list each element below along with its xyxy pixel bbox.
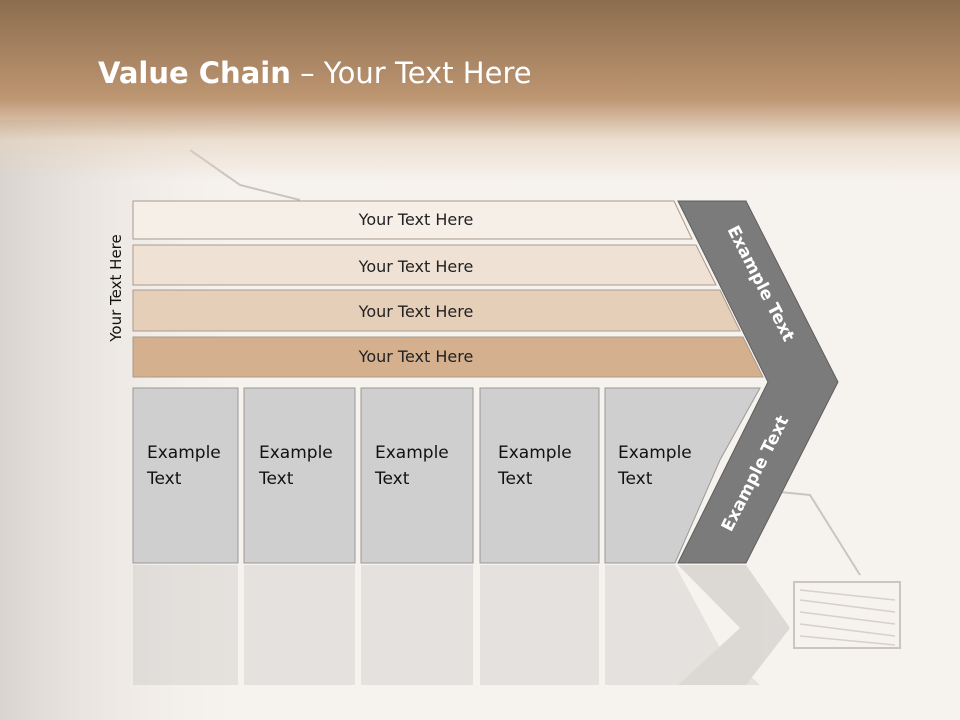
row-2-label: Your Text Here	[358, 257, 474, 276]
box-4-label: Example Text	[498, 443, 572, 489]
box-1-label: Example Text	[147, 443, 221, 489]
box-3-label: Example Text	[375, 443, 449, 489]
row-3-shape[interactable]	[132, 289, 741, 332]
box-2-label: Example Text	[259, 443, 333, 489]
box-3-shape[interactable]	[360, 387, 474, 564]
row-4-shape[interactable]	[132, 336, 764, 378]
box-1-shape[interactable]	[132, 387, 239, 564]
title-rest: – Your Text Here	[290, 56, 532, 90]
header-band	[0, 0, 960, 180]
box-2-shape[interactable]	[243, 387, 356, 564]
box-5-label: Example Text	[618, 443, 692, 489]
reflection	[133, 565, 790, 685]
row-1-label: Your Text Here	[358, 210, 474, 229]
row-3-label: Your Text Here	[358, 302, 474, 321]
box-5-shape[interactable]	[604, 387, 761, 564]
title-bold: Value Chain	[98, 56, 291, 90]
row-1-shape[interactable]	[132, 200, 693, 240]
box-4-shape[interactable]	[479, 387, 600, 564]
slide-title: Value Chain – Your Text Here	[98, 56, 532, 90]
row-2-shape[interactable]	[132, 244, 717, 286]
row-4-label: Your Text Here	[358, 347, 474, 366]
chevron-shape[interactable]	[677, 200, 839, 564]
